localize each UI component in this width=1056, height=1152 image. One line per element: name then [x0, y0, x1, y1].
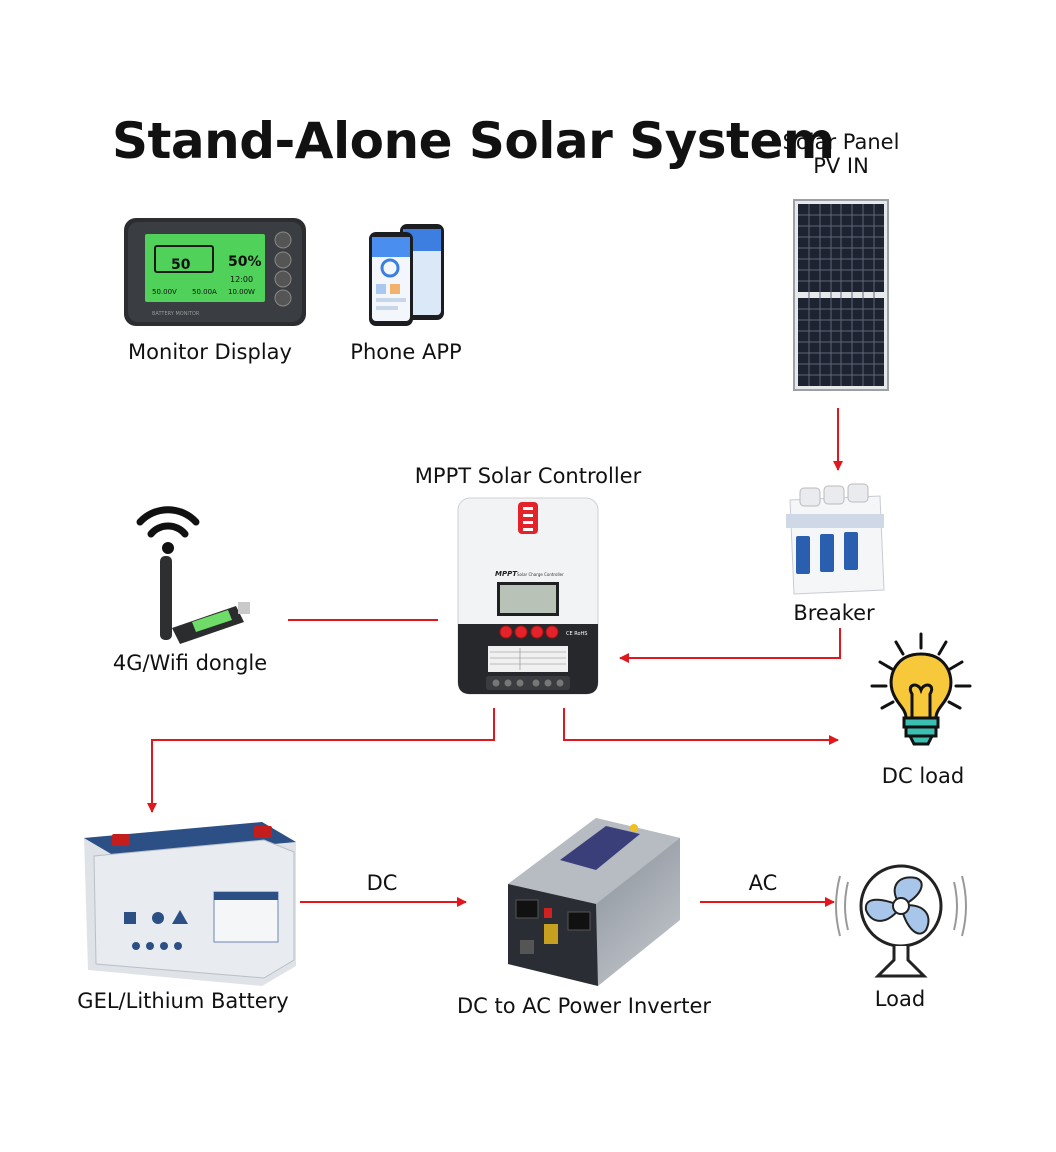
breaker-label: Breaker [793, 601, 875, 625]
breaker-image [786, 483, 885, 595]
phone-app-image [369, 224, 444, 326]
monitor-screen-volt: 50.00V [152, 288, 177, 296]
monitor-display-label: Monitor Display [128, 340, 292, 364]
dc-connection-label: DC [366, 871, 398, 895]
mppt-controller-label: MPPT Solar Controller [414, 464, 642, 488]
connection-lines [147, 408, 843, 907]
solar-panel-label: Solar Panel PV IN [783, 130, 900, 178]
diagram-title: Stand-Alone Solar System [112, 112, 835, 170]
breaker-to-controller-arrow [619, 628, 841, 663]
solar-panel-label-line2: PV IN [813, 154, 869, 178]
mppt-controller-image: MPPT Solar Charge Controller CE RoHS [457, 497, 599, 695]
battery-label: GEL/Lithium Battery [77, 989, 289, 1013]
controller-ce-mark: CE RoHS [566, 631, 587, 637]
controller-brand: MPPT [495, 570, 518, 578]
monitor-bezel-text: BATTERY MONITOR [152, 311, 200, 317]
solar-panel-image [793, 199, 889, 391]
monitor-screen-capacity: 50% [228, 254, 262, 270]
dc-load-bulb-image [870, 632, 972, 746]
inverter-label: DC to AC Power Inverter [456, 994, 712, 1018]
load-fan-image [835, 864, 967, 978]
load-label: Load [874, 987, 926, 1011]
monitor-display-image: 50 50% 12:00 50.00V 50.00A 10.00W BATTER… [124, 218, 306, 326]
controller-to-battery-arrow [147, 708, 495, 813]
monitor-screen-amp: 50.00A [192, 288, 217, 296]
monitor-screen-watt: 10.00W [228, 288, 255, 296]
phone-app-label: Phone APP [350, 340, 462, 364]
ac-connection-label: AC [748, 871, 778, 895]
solar-panel-label-line1: Solar Panel [782, 130, 900, 154]
controller-subtitle: Solar Charge Controller [517, 572, 564, 577]
monitor-screen-big: 50 [171, 257, 191, 273]
inverter-image [508, 818, 680, 986]
monitor-screen-time: 12:00 [230, 275, 253, 284]
controller-to-dcload-arrow [563, 708, 839, 745]
wifi-dongle-image [136, 506, 250, 644]
wifi-dongle-label: 4G/Wifi dongle [112, 651, 268, 675]
dc-load-label: DC load [881, 764, 965, 788]
battery-image [84, 822, 296, 986]
